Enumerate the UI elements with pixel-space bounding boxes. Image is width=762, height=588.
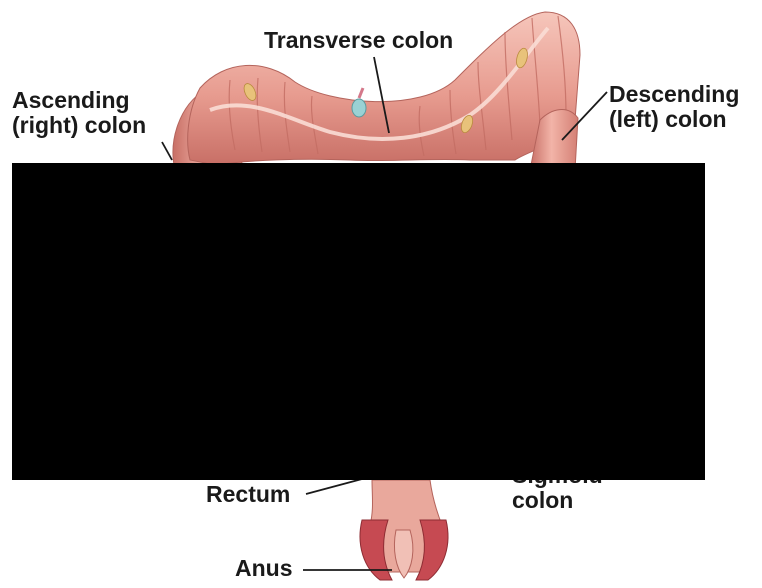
label-anus: Anus (235, 556, 293, 581)
label-descending-line-2: (left) colon (609, 107, 739, 132)
redaction-block (12, 163, 705, 480)
label-sigmoid-line-2: colon (512, 488, 603, 513)
label-transverse-colon: Transverse colon (264, 28, 453, 53)
leader-ascending (162, 142, 172, 160)
label-descending-colon: Descending (left) colon (609, 82, 739, 132)
leader-rectum (306, 479, 362, 494)
mesenteric-vessel (352, 88, 366, 117)
label-ascending-line-2: (right) colon (12, 113, 146, 138)
label-rectum: Rectum (206, 482, 290, 507)
label-ascending-line-1: Ascending (12, 88, 146, 113)
label-descending-line-1: Descending (609, 82, 739, 107)
label-ascending-colon: Ascending (right) colon (12, 88, 146, 138)
